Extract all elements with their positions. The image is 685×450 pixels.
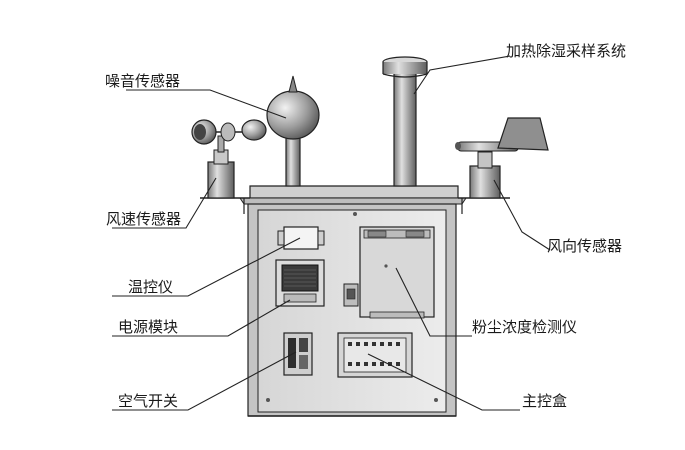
wind-speed-sensor-device bbox=[191, 119, 267, 199]
label-air-switch: 空气开关 bbox=[118, 392, 179, 410]
label-noise-sensor: 噪音传感器 bbox=[105, 72, 181, 90]
label-main-control-box: 主控盒 bbox=[522, 392, 568, 410]
label-dust-detector: 粉尘浓度检测仪 bbox=[472, 318, 578, 336]
power-module-unit bbox=[275, 259, 325, 307]
noise-sensor-device bbox=[266, 75, 320, 187]
label-heating-sampling-system: 加热除湿采样系统 bbox=[506, 42, 627, 60]
label-wind-direction-sensor: 风向传感器 bbox=[547, 237, 623, 255]
sampling-pipe bbox=[382, 56, 428, 187]
label-wind-speed-sensor: 风速传感器 bbox=[106, 210, 182, 228]
leader-lines bbox=[112, 55, 551, 411]
wind-direction-sensor-device bbox=[455, 117, 549, 199]
temp-controller-unit bbox=[277, 226, 325, 250]
dust-detector-unit bbox=[343, 226, 435, 319]
air-switch-unit bbox=[283, 332, 313, 376]
main-control-box-unit bbox=[337, 332, 413, 378]
label-power-module: 电源模块 bbox=[118, 318, 179, 336]
label-temp-controller: 温控仪 bbox=[128, 278, 174, 296]
